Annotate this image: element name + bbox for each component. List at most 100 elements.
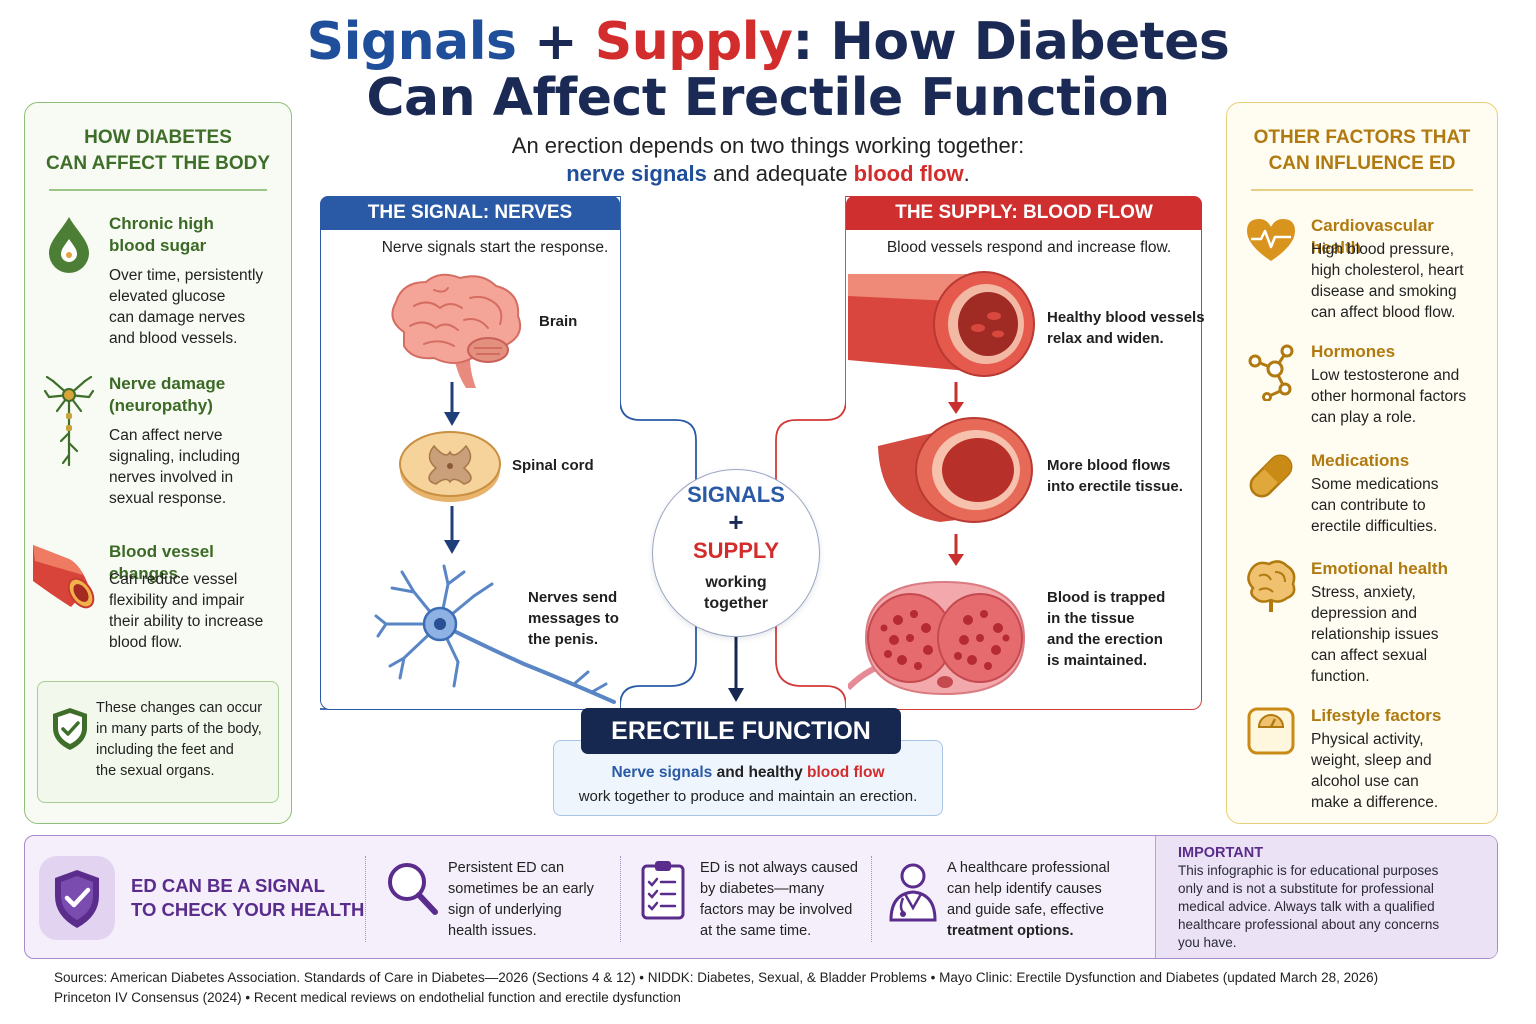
col-line: health issues. xyxy=(448,923,537,939)
body-line: High blood pressure, xyxy=(1311,241,1455,258)
body-line: Some medications xyxy=(1311,476,1439,493)
right-panel-title: OTHER FACTORS THAT CAN INFLUENCE ED xyxy=(1227,125,1497,177)
body-line: can contribute to xyxy=(1311,497,1426,514)
heading-line: (neuropathy) xyxy=(109,396,213,415)
col-line: ED is not always caused xyxy=(700,860,858,876)
body-line: Low testosterone and xyxy=(1311,367,1460,384)
widened-vessel-illustration xyxy=(870,416,1034,526)
right-item-body: Low testosterone and other hormonal fact… xyxy=(1311,365,1487,428)
label-line: Nerves send xyxy=(528,589,618,606)
col-line: sign of underlying xyxy=(448,902,562,918)
neuron-icon xyxy=(43,373,95,469)
sources: Sources: American Diabetes Association. … xyxy=(54,968,1514,1008)
label-line: Blood is trapped xyxy=(1047,589,1166,606)
col-line: factors may be involved xyxy=(700,902,853,918)
important-line: you have. xyxy=(1178,935,1237,950)
col-line: treatment options. xyxy=(947,923,1074,939)
note-line: including the feet and xyxy=(96,742,234,758)
body-line: other hormonal factors xyxy=(1311,388,1467,405)
circle-working-line: working xyxy=(705,574,767,591)
body-line: blood flow. xyxy=(109,634,183,651)
nerve-box-tab: THE SIGNAL: NERVES xyxy=(320,196,620,230)
subtitle-nerve: nerve signals xyxy=(566,161,707,186)
body-line: disease and smoking xyxy=(1311,283,1457,300)
col-line: by diabetes—many xyxy=(700,881,825,897)
nerves-label: Nerves send messages to the penis. xyxy=(528,587,619,650)
right-panel-divider xyxy=(1251,189,1473,191)
nerve-box-subtitle: Nerve signals start the response. xyxy=(381,239,609,256)
circle-plus: + xyxy=(728,507,744,537)
right-item-heading: Cardiovascular health xyxy=(1311,216,1434,257)
right-item-body: Some medications can contribute to erect… xyxy=(1311,474,1487,537)
separator xyxy=(365,856,366,942)
right-item-body: Stress, anxiety, depression and relation… xyxy=(1311,582,1487,687)
note-line: in many parts of the body, xyxy=(96,721,262,737)
body-line: Can reduce vessel xyxy=(109,571,238,588)
left-title-line2: CAN AFFECT THE BODY xyxy=(45,153,271,174)
left-note-text: These changes can occur in many parts of… xyxy=(96,698,272,782)
label-line: and the erection xyxy=(1047,631,1163,648)
right-item-heading: Emotional health xyxy=(1311,559,1448,578)
subtitle: An erection depends on two things workin… xyxy=(0,132,1536,188)
magnifier-icon xyxy=(383,858,439,918)
important-heading: IMPORTANT xyxy=(1178,845,1264,861)
body-line: relationship issues xyxy=(1311,626,1439,643)
signal-line: ED CAN BE A SIGNAL xyxy=(131,875,325,896)
separator xyxy=(620,856,621,942)
left-note: These changes can occur in many parts of… xyxy=(37,681,279,803)
col-line: and guide safe, effective xyxy=(947,902,1104,918)
right-title-line2: CAN INFLUENCE ED xyxy=(1268,153,1456,174)
shield-check-icon xyxy=(39,856,115,940)
signals-supply-circle: SIGNALS + SUPPLY working together xyxy=(652,469,820,637)
note-line: These changes can occur xyxy=(96,700,263,716)
body-line: can play a role. xyxy=(1311,409,1417,426)
erectile-tissue-illustration xyxy=(845,568,1038,696)
body-line: Over time, persistently xyxy=(109,267,264,284)
col-line: sometimes be an early xyxy=(448,881,594,897)
title-plus: + xyxy=(516,12,595,72)
step3-label: Blood is trapped in the tissue and the e… xyxy=(1047,587,1165,671)
body-line: sexual response. xyxy=(109,490,227,507)
bottom-col3-text: A healthcare professional can help ident… xyxy=(947,858,1137,942)
heart-icon xyxy=(1245,215,1297,275)
step1-label: Healthy blood vessels relax and widen. xyxy=(1047,307,1205,349)
body-line: alcohol use can xyxy=(1311,773,1419,790)
bottom-band: ED CAN BE A SIGNAL TO CHECK YOUR HEALTH … xyxy=(24,835,1498,959)
spinal-cord-label: Spinal cord xyxy=(512,457,594,474)
subtitle-blood: blood flow xyxy=(853,161,964,186)
body-line: weight, sleep and xyxy=(1311,752,1432,769)
healthy-vessel-illustration xyxy=(848,268,1038,380)
heading-line: Blood vessel changes xyxy=(109,542,214,583)
body-line: make a difference. xyxy=(1311,794,1439,811)
body-line: Physical activity, xyxy=(1311,731,1424,748)
right-item-body: Physical activity, weight, sleep and alc… xyxy=(1311,729,1487,813)
erectile-function-line2: work together to produce and maintain an… xyxy=(578,788,918,805)
arrow-down-icon xyxy=(442,382,462,428)
body-line: their ability to increase xyxy=(109,613,264,630)
blood-box-subtitle: Blood vessels respond and increase flow. xyxy=(886,239,1172,256)
col-line: A healthcare professional xyxy=(947,860,1110,876)
scale-icon xyxy=(1245,705,1297,765)
title-line2: Can Affect Erectile Function xyxy=(366,68,1170,128)
signal-line: TO CHECK YOUR HEALTH xyxy=(131,899,365,920)
important-line: healthcare professional about any concer… xyxy=(1178,917,1440,932)
ef-nerve: Nerve signals xyxy=(611,764,713,781)
body-line: erectile difficulties. xyxy=(1311,518,1438,535)
body-line: Stress, anxiety, xyxy=(1311,584,1416,601)
right-item-heading: Lifestyle factors xyxy=(1311,706,1442,725)
erectile-function-line1: Nerve signals and healthy blood flow xyxy=(554,763,942,783)
left-item-heading: Nerve damage(neuropathy) xyxy=(109,373,281,417)
sources-line2: Princeton IV Consensus (2024) • Recent m… xyxy=(54,990,681,1005)
important-line: This infographic is for educational purp… xyxy=(1178,863,1439,878)
left-item-body: Over time, persistently elevated glucose… xyxy=(109,265,281,349)
neuron-illustration xyxy=(374,562,618,708)
left-panel-title: HOW DIABETES CAN AFFECT THE BODY xyxy=(25,125,291,177)
body-line: can affect sexual xyxy=(1311,647,1428,664)
separator xyxy=(871,856,872,942)
left-item-body: Can affect nerve signaling, including ne… xyxy=(109,425,281,509)
page-title: Signals + Supply: How Diabetes Can Affec… xyxy=(0,14,1536,126)
bottom-col2-text: ED is not always caused by diabetes—many… xyxy=(700,858,880,942)
label-line: in the tissue xyxy=(1047,610,1135,627)
circle-working-line: together xyxy=(704,595,768,612)
